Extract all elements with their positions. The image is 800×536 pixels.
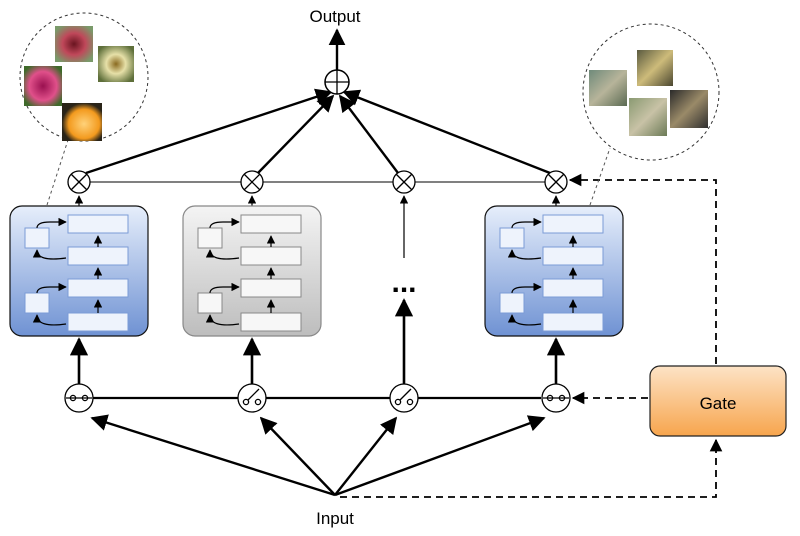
input-to-switch3 — [334, 416, 398, 496]
multiplier-node-2 — [240, 170, 264, 194]
dahlia-thumb — [55, 26, 93, 62]
switch-to-expert-arrows — [69, 298, 566, 384]
rose-thumb — [24, 66, 62, 106]
switch-node-2 — [237, 383, 267, 413]
cat-image-cluster — [582, 23, 720, 161]
input-to-switch1 — [90, 414, 336, 497]
multiplier-node-3 — [392, 170, 416, 194]
input-label: Input — [316, 509, 354, 528]
combine-line-1 — [85, 88, 333, 175]
multiplier-node-4 — [544, 170, 568, 194]
input-to-switch4 — [334, 415, 546, 497]
switch-node-1 — [64, 383, 94, 413]
output-label: Output — [309, 7, 360, 26]
gate-to-multiplier-dashed — [568, 173, 717, 364]
input-to-switch2 — [259, 416, 336, 496]
input-to-gate-dashed — [340, 438, 723, 498]
expert-block-4 — [484, 205, 624, 337]
expert-block-2 — [182, 205, 322, 337]
expert-to-multiplier-arrows — [74, 195, 561, 258]
lily-thumb — [98, 46, 134, 82]
combine-line-3 — [338, 94, 399, 174]
gate-dashed-links — [340, 173, 723, 498]
leopard-thumb — [589, 70, 627, 106]
combine-line-4 — [342, 89, 551, 175]
sum-node — [324, 69, 350, 95]
cheetah-thumb — [629, 98, 667, 136]
gate-label: Gate — [700, 394, 737, 413]
output-combination-lines — [85, 28, 551, 175]
cluster1-pointer — [46, 139, 69, 206]
expert-block-1 — [9, 205, 149, 337]
bird-thumb — [637, 50, 673, 86]
orange-slice-thumb — [62, 103, 102, 141]
ellipsis-placeholder: ... — [391, 266, 416, 299]
switch-node-3 — [389, 383, 419, 413]
switch-node-4 — [541, 383, 571, 413]
flower-image-cluster — [19, 12, 149, 142]
gate-block: Gate — [649, 365, 787, 437]
input-fanout-lines — [90, 414, 546, 497]
cluster2-pointer — [589, 147, 611, 206]
combine-line-2 — [257, 94, 335, 174]
multiplier-node-1 — [67, 170, 91, 194]
leopard-face-thumb — [670, 90, 708, 128]
